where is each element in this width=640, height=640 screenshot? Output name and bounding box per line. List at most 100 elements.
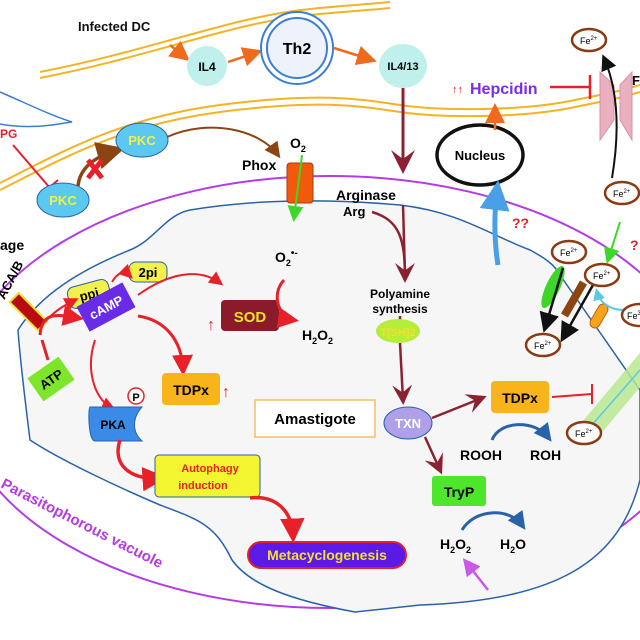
iron-transport-arrow-1 xyxy=(539,267,565,333)
signal-to-nucleus-arrow xyxy=(479,180,510,266)
pkc-active xyxy=(115,122,169,158)
il4-13-label: IL4/13 xyxy=(387,61,418,73)
autophagy-label-2: induction xyxy=(178,480,228,492)
dc-membrane xyxy=(39,1,391,79)
camp-to-sod-arrow xyxy=(137,271,224,296)
ferroportin-label: F xyxy=(632,73,640,88)
pkc-inactive xyxy=(36,182,90,218)
pkc-to-phox-arrow xyxy=(166,126,281,159)
arg-label: Arg xyxy=(343,204,365,219)
camp-to-tdpx-arrow xyxy=(137,314,193,376)
tryp-label: TryP xyxy=(444,484,474,500)
atp-link xyxy=(40,339,50,361)
macrophage-label: age xyxy=(0,237,24,253)
green-transporter xyxy=(541,265,565,309)
phox-label: Phox xyxy=(242,157,276,173)
fe3-reduction-arrow xyxy=(593,288,625,311)
blocked-x-icon xyxy=(86,158,104,180)
polyamine-label: Polyamine xyxy=(370,287,430,301)
fe2-ion: Fe2+ xyxy=(570,27,608,53)
nucleus-label: Nucleus xyxy=(455,148,506,163)
lpg-inhibition xyxy=(12,144,51,189)
txn-to-tdpx-arrow xyxy=(431,394,487,420)
camp-to-pka-arrow xyxy=(90,339,116,411)
amastigote-label-box xyxy=(254,399,376,438)
synthesis-label: synthesis xyxy=(372,302,428,316)
iron-export-arrow xyxy=(601,54,618,179)
tdpx-right-node xyxy=(491,381,549,413)
pka-node xyxy=(88,406,144,442)
svg-text:Fe2+: Fe2+ xyxy=(534,341,552,351)
fe2-ion: Fe2+ xyxy=(583,262,621,288)
iron-entry-arrow xyxy=(603,221,621,264)
cell-outline-left xyxy=(0,91,73,128)
tdpx-inhibition xyxy=(551,393,593,398)
superoxide-conversion-arrow xyxy=(275,278,299,329)
atp-node xyxy=(27,356,75,402)
il4-13-node xyxy=(379,44,427,88)
arrow-il4-th2 xyxy=(227,47,263,67)
fe2-ion: Fe2+ xyxy=(524,332,562,358)
to-ppi-arrow xyxy=(41,298,79,326)
fe2-ion: Fe2+ xyxy=(603,180,640,206)
autophagy-label-1: Autophagy xyxy=(181,463,239,475)
svg-text:Fe2+: Fe2+ xyxy=(560,248,578,258)
tsh2-label: T[SH]2 xyxy=(380,327,415,339)
autophagy-to-metacyclogenesis-arrow xyxy=(249,495,305,543)
ferroportin-left xyxy=(599,70,615,142)
ppi-to-2pi-arrow xyxy=(111,263,133,283)
h2o-label: H2O xyxy=(500,536,526,555)
ferroportin-right xyxy=(619,70,633,142)
infected-dc-label: Infected DC xyxy=(78,19,151,34)
h2o2-top-label: H2O2 xyxy=(302,327,333,346)
pkc-top-label: PKC xyxy=(128,133,156,148)
fe2-ion: Fe2+ xyxy=(565,420,603,446)
iron-channel-line xyxy=(591,369,640,426)
pkc-bottom-label: PKC xyxy=(49,193,77,208)
metacyclogenesis-label: Metacyclogenesis xyxy=(267,547,387,563)
brown-transporter xyxy=(561,280,587,318)
roh-label: ROH xyxy=(530,447,561,463)
txn-node xyxy=(383,406,433,440)
rooh-label: ROOH xyxy=(460,447,502,463)
fe2-ion: Fe2+ xyxy=(550,239,588,265)
h2o2-h2o-arrow xyxy=(460,510,526,531)
fe3-ion: Fe3 xyxy=(620,302,640,328)
parasitophorous-vacuole xyxy=(0,175,640,609)
svg-text:Fe3: Fe3 xyxy=(627,311,640,321)
rooh-roh-arrow xyxy=(490,422,552,442)
il4-node xyxy=(187,46,227,86)
tdpx-left-label: TDPx xyxy=(173,382,209,398)
iron-transport-arrow-2 xyxy=(560,284,595,343)
arginase-line xyxy=(401,204,407,276)
phosphate-badge xyxy=(127,387,145,405)
h2o2-input-arrow xyxy=(462,558,489,591)
txn-to-tryp-arrow xyxy=(423,436,443,475)
svg-text:Fe2+: Fe2+ xyxy=(593,271,611,281)
tdpx-right-label: TDPx xyxy=(502,390,538,406)
unknown-mechanism-label: ?? xyxy=(512,215,529,231)
tdpx-up-icon: ↑ xyxy=(222,384,230,401)
txn-label: TXN xyxy=(395,416,421,431)
svg-text:Fe2+: Fe2+ xyxy=(580,36,598,46)
hepcidin-up-icon: ↑↑ xyxy=(452,84,463,96)
superoxide-label: O2•- xyxy=(275,248,298,268)
hepcidin-label: Hepcidin xyxy=(470,81,538,98)
autophagy-node xyxy=(154,454,261,498)
macrophage-membrane xyxy=(0,84,640,191)
o2-influx-arrow xyxy=(287,154,304,222)
atp-to-camp-arrow xyxy=(38,305,84,336)
arginase-label: Arginase xyxy=(336,187,396,203)
tdpx-left-node xyxy=(162,373,220,405)
th2-label: Th2 xyxy=(283,41,312,58)
phosphate-label: P xyxy=(132,392,139,404)
pka-label: PKA xyxy=(100,418,126,432)
unknown-mechanism-right: ? xyxy=(630,237,639,253)
h2o2-label: H2O2 xyxy=(440,536,471,555)
o2-label: O2 xyxy=(290,135,306,154)
metacyclogenesis-node xyxy=(247,541,407,569)
th2-cell xyxy=(266,17,328,79)
tsh2-to-txn-arrow xyxy=(392,342,413,405)
tsh2-node xyxy=(376,319,420,343)
